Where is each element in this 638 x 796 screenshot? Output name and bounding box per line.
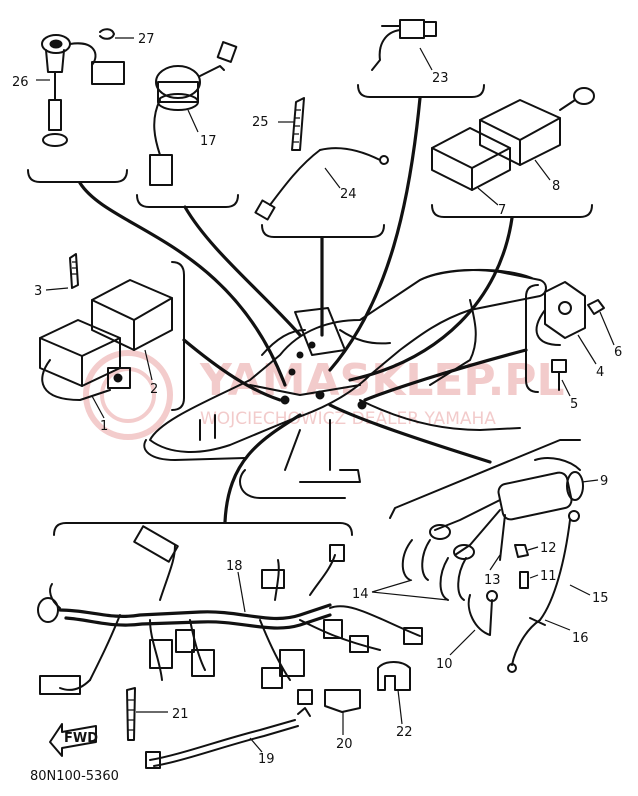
label-part-14: 14 [352, 587, 369, 602]
label-part-12: 12 [540, 541, 557, 556]
label-part-11: 11 [540, 569, 557, 584]
label-part-5: 5 [570, 397, 578, 412]
leader-lines [78, 96, 528, 524]
label-part-21: 21 [172, 707, 189, 722]
part-labels: 26 27 17 25 24 23 8 7 3 2 1 4 5 6 9 12 1… [12, 32, 622, 767]
diagram-code: 80N100-5360 [30, 769, 119, 784]
label-part-16: 16 [572, 631, 589, 646]
label-part-23: 23 [432, 71, 449, 86]
label-part-7: 7 [498, 203, 506, 218]
label-part-20: 20 [336, 737, 353, 752]
forward-arrow: FWD [49, 723, 98, 757]
label-part-8: 8 [552, 179, 560, 194]
callout-leaders [36, 37, 615, 753]
forward-arrow-label: FWD [64, 731, 98, 746]
part-ignition-coil [401, 457, 584, 601]
part-grounds [467, 510, 580, 673]
part-wire-harness-18 [37, 525, 423, 705]
part-band-25 [291, 97, 305, 151]
label-part-3: 3 [34, 284, 42, 299]
label-part-17: 17 [200, 134, 217, 149]
label-part-10: 10 [436, 657, 453, 672]
label-part-18: 18 [226, 559, 243, 574]
part-regulator-4-5-6 [535, 281, 605, 391]
label-part-6: 6 [614, 345, 622, 360]
label-part-26: 26 [12, 75, 29, 90]
label-part-13: 13 [484, 573, 501, 588]
part-unit-left [39, 253, 173, 401]
snowmobile-body [143, 268, 547, 499]
label-part-2: 2 [150, 382, 158, 397]
watermark-brand: YAMASKLEP.PL [199, 355, 565, 406]
label-part-24: 24 [340, 187, 357, 202]
part-lead-24 [254, 147, 389, 221]
label-part-19: 19 [258, 752, 275, 767]
part-sensor-23 [371, 19, 437, 71]
label-part-4: 4 [596, 365, 604, 380]
watermark: YAMASKLEP.PL WOJCIECHOWICZ DEALER YAMAHA [83, 350, 565, 440]
part-key-switch [149, 41, 238, 186]
label-part-25: 25 [252, 115, 269, 130]
part-cdi-unit-7-8 [431, 87, 595, 191]
label-part-9: 9 [600, 474, 608, 489]
part-main-switch [41, 28, 125, 147]
label-part-15: 15 [592, 591, 609, 606]
watermark-logo [83, 350, 173, 440]
label-part-1: 1 [100, 419, 108, 434]
label-part-27: 27 [138, 32, 155, 47]
label-part-22: 22 [396, 725, 413, 740]
part-small-items [126, 661, 411, 769]
